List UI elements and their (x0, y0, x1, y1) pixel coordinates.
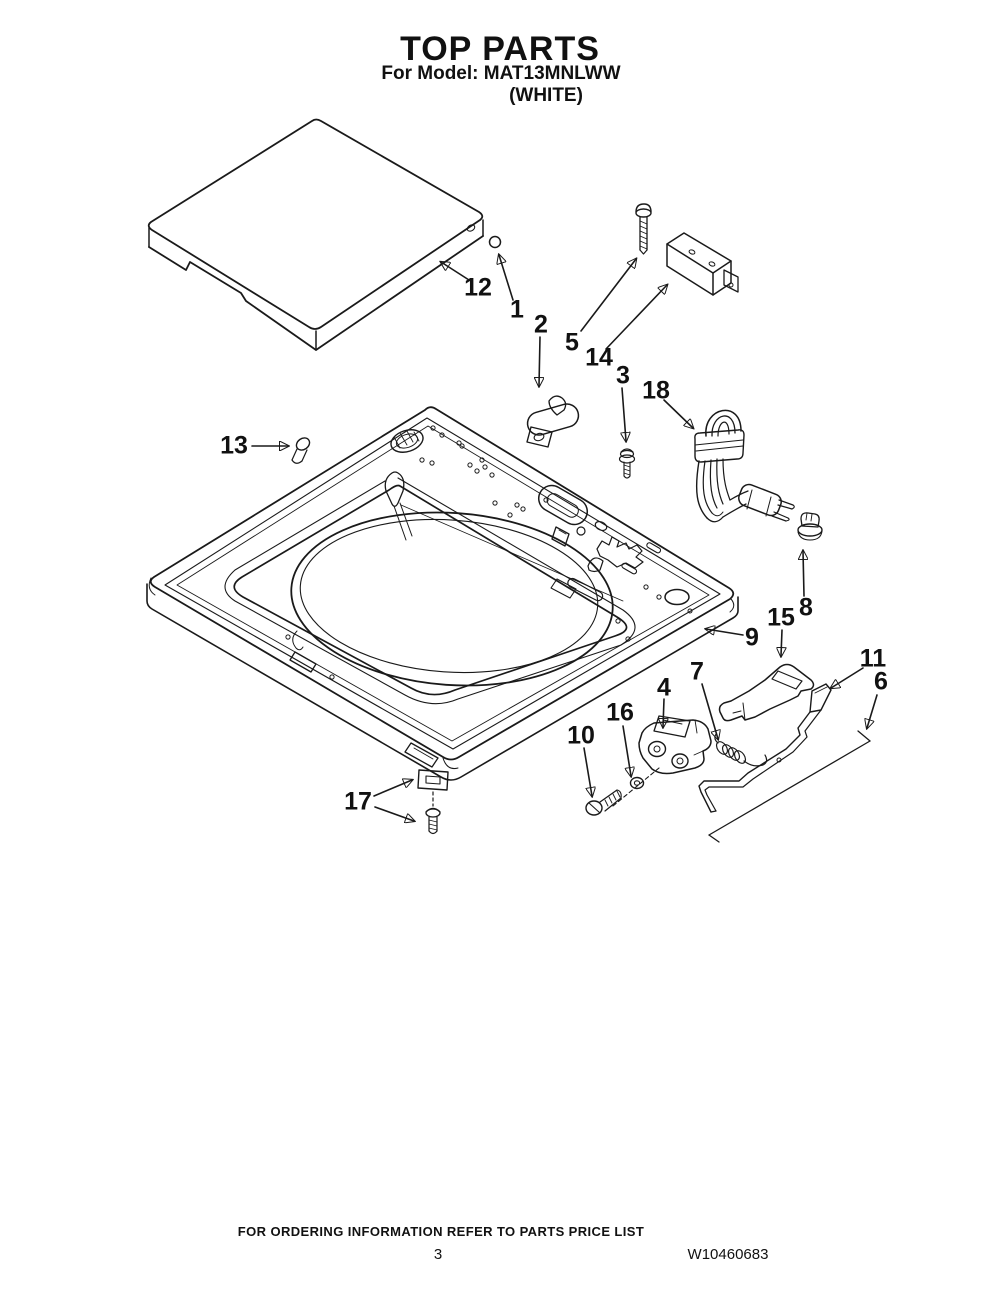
callout-12: 12 (464, 273, 492, 302)
callout-15: 15 (767, 603, 795, 632)
callout-11: 11 (859, 644, 887, 673)
bracket-drawing (698, 683, 871, 843)
callout-8: 8 (799, 593, 813, 622)
page-number: 3 (433, 1246, 443, 1263)
leader-11 (831, 667, 864, 688)
leader-7 (701, 683, 718, 739)
lever-drawing (718, 663, 815, 722)
leader-15 (781, 629, 782, 656)
callout-3: 3 (616, 361, 630, 390)
callout-7: 7 (690, 657, 704, 686)
connector-drawing (638, 715, 712, 775)
spring-drawing (714, 733, 768, 767)
lid-switch-actuator-drawing (526, 395, 580, 448)
callout-1: 1 (510, 295, 524, 324)
lid-switch-drawing (666, 232, 739, 296)
document-number: W10460683 (687, 1246, 769, 1263)
top-panel-drawing (146, 406, 739, 781)
leader-2 (539, 336, 540, 386)
callout-leader-lines (251, 255, 878, 821)
leader-4 (663, 698, 664, 727)
deck-holes (285, 425, 662, 680)
leader-16 (622, 725, 631, 776)
power-cord-drawing (694, 409, 795, 523)
leader-12 (441, 262, 470, 281)
lid-drawing (147, 118, 484, 351)
push-nut-drawing (629, 776, 645, 790)
grommet-drawing (797, 512, 823, 541)
leader-17b (374, 806, 414, 821)
leader-3 (622, 387, 626, 441)
model-line: For Model: MAT13MNLWW (381, 63, 621, 84)
leader-1 (499, 255, 514, 301)
callout-16: 16 (606, 698, 634, 727)
callout-2: 2 (534, 310, 548, 339)
bumper-pin-drawing (291, 437, 311, 464)
leader-14 (605, 285, 667, 350)
callout-5: 5 (565, 328, 579, 357)
screw-5-drawing (635, 203, 652, 255)
leader-6 (867, 694, 878, 728)
leader-10 (583, 747, 592, 796)
page-title: TOP PARTS (400, 30, 600, 68)
callout-9: 9 (745, 623, 759, 652)
leader-17a (373, 780, 412, 797)
lid-plug-button-drawing (488, 235, 502, 249)
leader-8 (803, 551, 804, 597)
callout-13: 13 (220, 431, 248, 460)
callout-6: 6 (874, 667, 888, 696)
leader-18 (663, 399, 693, 428)
callout-4: 4 (657, 673, 671, 702)
leader-5 (580, 259, 636, 332)
screw-3-drawing (618, 448, 636, 479)
callout-10: 10 (567, 721, 595, 750)
screw-10-drawing (585, 767, 660, 816)
callout-17: 17 (344, 787, 372, 816)
callout-14: 14 (585, 343, 613, 372)
finish-line: (WHITE) (509, 85, 583, 106)
ordering-note: FOR ORDERING INFORMATION REFER TO PARTS … (237, 1224, 645, 1239)
callout-18: 18 (642, 376, 670, 405)
clip-and-screw-drawing (417, 769, 449, 835)
leader-9 (706, 629, 744, 636)
